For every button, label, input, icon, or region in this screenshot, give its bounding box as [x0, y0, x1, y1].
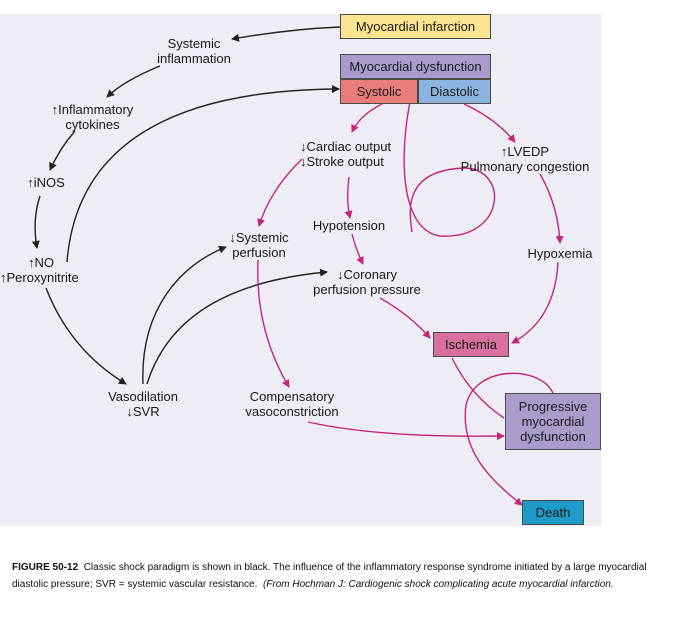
vasodilation-line-1: Vasodilation [108, 389, 178, 404]
cardiac-output-line-1: ↓Cardiac output [300, 139, 392, 154]
arrow-hypotension-to-coronary [351, 233, 364, 265]
coronary-perfusion-line-2: perfusion pressure [313, 282, 421, 297]
arrow-peroxynitrite-to-vasodilation [45, 287, 127, 385]
lvedp-line-2: Pulmonary congestion [460, 159, 590, 174]
inos-label: ↑iNOS [27, 175, 65, 190]
compensatory-line-1: Compensatory [249, 389, 335, 404]
progressive-line-3: dysfunction [520, 429, 586, 444]
arrow-peroxynitrite-to-dysfunction [66, 85, 340, 263]
arrow-progressive-to-death [464, 372, 554, 506]
arrow-infarction-to-inflammation [231, 26, 341, 42]
coronary-perfusion-line-1: ↓Coronary [337, 267, 397, 282]
diastolic-box: Diastolic [418, 79, 491, 104]
myocardial-infarction-box: Myocardial infarction [340, 14, 491, 39]
systemic-inflammation-line-1: Systemic [167, 36, 221, 51]
figure-label: FIGURE 50-12 [12, 562, 79, 573]
arrow-coronary-to-ischemia [379, 297, 431, 339]
progressive-dysfunction-box: Progressive myocardial dysfunction [505, 393, 601, 450]
arrow-inflammation-to-cytokines [106, 65, 161, 98]
arrow-compensatory-to-progressive [307, 421, 505, 441]
arrow-systolic-feedback-loop [403, 91, 496, 237]
myocardial-dysfunction-box: Myocardial dysfunction [340, 54, 491, 79]
hypoxemia-label: Hypoxemia [527, 246, 593, 261]
compensatory-line-2: vasoconstriction [245, 404, 339, 419]
arrow-cytokines-to-inos [49, 130, 76, 171]
figure-caption-line-2: diastolic pressure; SVR = systemic vascu… [12, 579, 681, 590]
arrow-systemic-perfusion-to-compensatory [257, 259, 290, 388]
arrow-vasodilation-to-coronary [146, 268, 328, 385]
peroxynitrite-line: ↑Peroxynitrite [0, 270, 79, 285]
systemic-inflammation-label: Systemic inflammation [150, 36, 238, 66]
arrow-systolic-to-cardiac-output [351, 103, 383, 133]
caption-text-2: diastolic pressure; SVR = systemic vascu… [12, 579, 258, 590]
arrow-vasodilation-to-systemic-perfusion [142, 245, 227, 385]
arrow-inos-to-no [31, 195, 41, 249]
inflammatory-cytokines-line-2: cytokines [65, 117, 120, 132]
coronary-perfusion-label: ↓Coronary perfusion pressure [309, 267, 425, 297]
inflammatory-cytokines-line-1: ↑Inflammatory [51, 102, 134, 117]
vasodilation-label: Vasodilation ↓SVR [100, 389, 186, 419]
progressive-line-2: myocardial [521, 414, 585, 429]
arrow-cardiac-output-to-systemic-perfusion [257, 158, 303, 227]
arrow-cardiac-output-to-hypotension [344, 176, 353, 219]
ischemia-box: Ischemia [433, 332, 509, 357]
hypotension-label: Hypotension [312, 218, 386, 233]
cardiac-output-line-2: ↓Stroke output [300, 154, 384, 169]
lvedp-label: ↑LVEDP Pulmonary congestion [455, 144, 595, 174]
progressive-line-1: Progressive [518, 399, 588, 414]
diagram-panel [0, 14, 601, 526]
lvedp-line-1: ↑LVEDP [500, 144, 550, 159]
caption-citation: (From Hochman J: Cardiogenic shock compl… [262, 579, 614, 590]
systolic-box: Systolic [340, 79, 418, 104]
arrow-hypoxemia-to-ischemia [511, 261, 559, 344]
no-line: ↑NO [28, 255, 54, 270]
systemic-perfusion-line-2: perfusion [232, 245, 286, 260]
systemic-inflammation-line-2: inflammation [157, 51, 231, 66]
no-peroxynitrite-label: ↑NO ↑Peroxynitrite [0, 255, 82, 285]
inflammatory-cytokines-label: ↑Inflammatory cytokines [40, 102, 145, 132]
cardiac-output-label: ↓Cardiac output ↓Stroke output [300, 139, 408, 169]
systemic-perfusion-line-1: ↓Systemic [229, 230, 289, 245]
systemic-perfusion-label: ↓Systemic perfusion [218, 230, 300, 260]
arrow-lvedp-to-hypoxemia [539, 173, 564, 244]
arrow-ischemia-to-progressive [451, 357, 505, 419]
vasodilation-line-2: ↓SVR [126, 404, 160, 419]
caption-text-1: Classic shock paradigm is shown in black… [83, 562, 647, 573]
arrow-diastolic-to-lvedp [463, 103, 516, 143]
death-box: Death [522, 500, 584, 525]
compensatory-vasoconstriction-label: Compensatory vasoconstriction [240, 389, 344, 419]
figure-caption-line-1: FIGURE 50-12 Classic shock paradigm is s… [12, 562, 681, 573]
